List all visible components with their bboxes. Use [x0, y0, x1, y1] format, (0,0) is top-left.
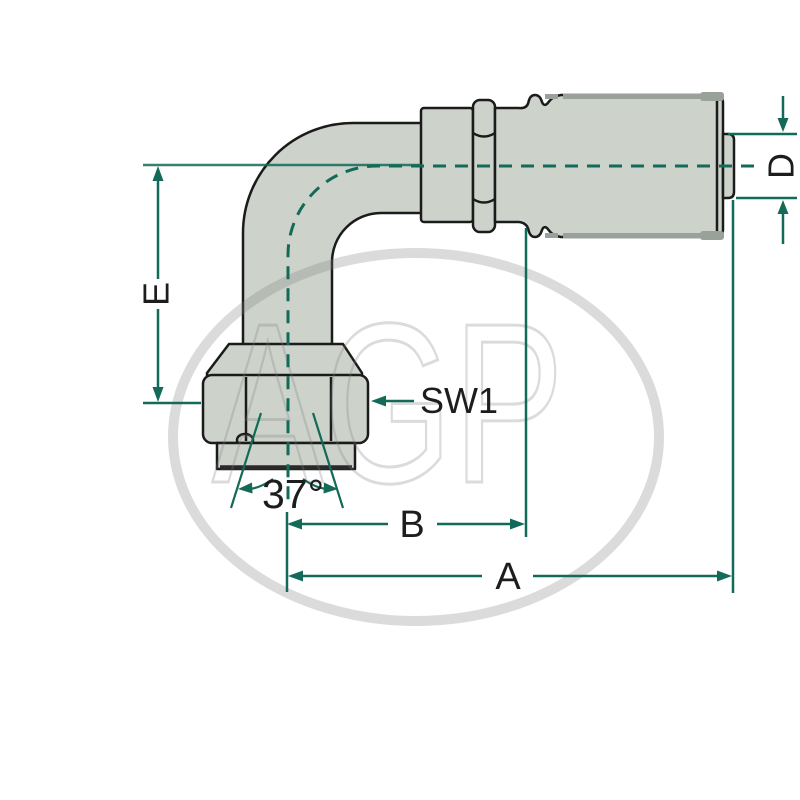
dim-a-arrow-left: [288, 570, 303, 582]
dim-e-arrow-down: [152, 387, 164, 402]
dim-e: [143, 163, 421, 405]
dim-b-arrow-right: [510, 518, 525, 530]
label-a: A: [495, 556, 521, 598]
hex-facet-curve-bottom: [472, 197, 496, 204]
label-sw1: SW1: [420, 380, 498, 421]
dim-d: [728, 96, 797, 244]
hex-facet-curve-top: [472, 131, 496, 138]
dim-sw1: [371, 395, 414, 407]
dim-d-arrow-up: [777, 200, 789, 214]
angle-arrow-right: [323, 482, 338, 494]
dim-a: [285, 200, 735, 593]
angle-flank-left: [229, 412, 263, 509]
dim-sw1-arrow: [371, 395, 386, 407]
centerline-dashed: [286, 164, 754, 505]
shell-shade-left-top: [545, 94, 558, 99]
dimension-labels: E D SW1 37° B A: [136, 153, 800, 598]
dim-a-arrow-right: [717, 570, 732, 582]
shell-shade-bottom: [563, 233, 713, 239]
label-d: D: [761, 153, 800, 179]
dim-b: [287, 228, 528, 537]
fitting-shading: [545, 92, 724, 240]
shell-cap-shade-bottom: [700, 231, 724, 240]
dimension-annotations: [143, 96, 797, 593]
angle-flank-right: [311, 412, 345, 509]
shell-shade-left-bottom: [545, 233, 558, 238]
watermark: AGP: [168, 248, 664, 626]
label-angle: 37°: [262, 471, 324, 517]
dim-d-arrow-down: [777, 118, 789, 132]
label-b: B: [399, 504, 424, 546]
nut-skirt: [215, 441, 357, 471]
dim-b-arrow-left: [287, 518, 302, 530]
angle-arrow-left: [238, 482, 253, 494]
shell-shade-top: [563, 93, 713, 99]
label-e: E: [136, 282, 177, 306]
shell-cap-shade-top: [700, 92, 724, 101]
watermark-text: AGP: [212, 277, 564, 531]
watermark-ring: [168, 248, 664, 626]
dim-e-arrow-up: [152, 166, 164, 181]
dim-angle: [229, 412, 345, 509]
